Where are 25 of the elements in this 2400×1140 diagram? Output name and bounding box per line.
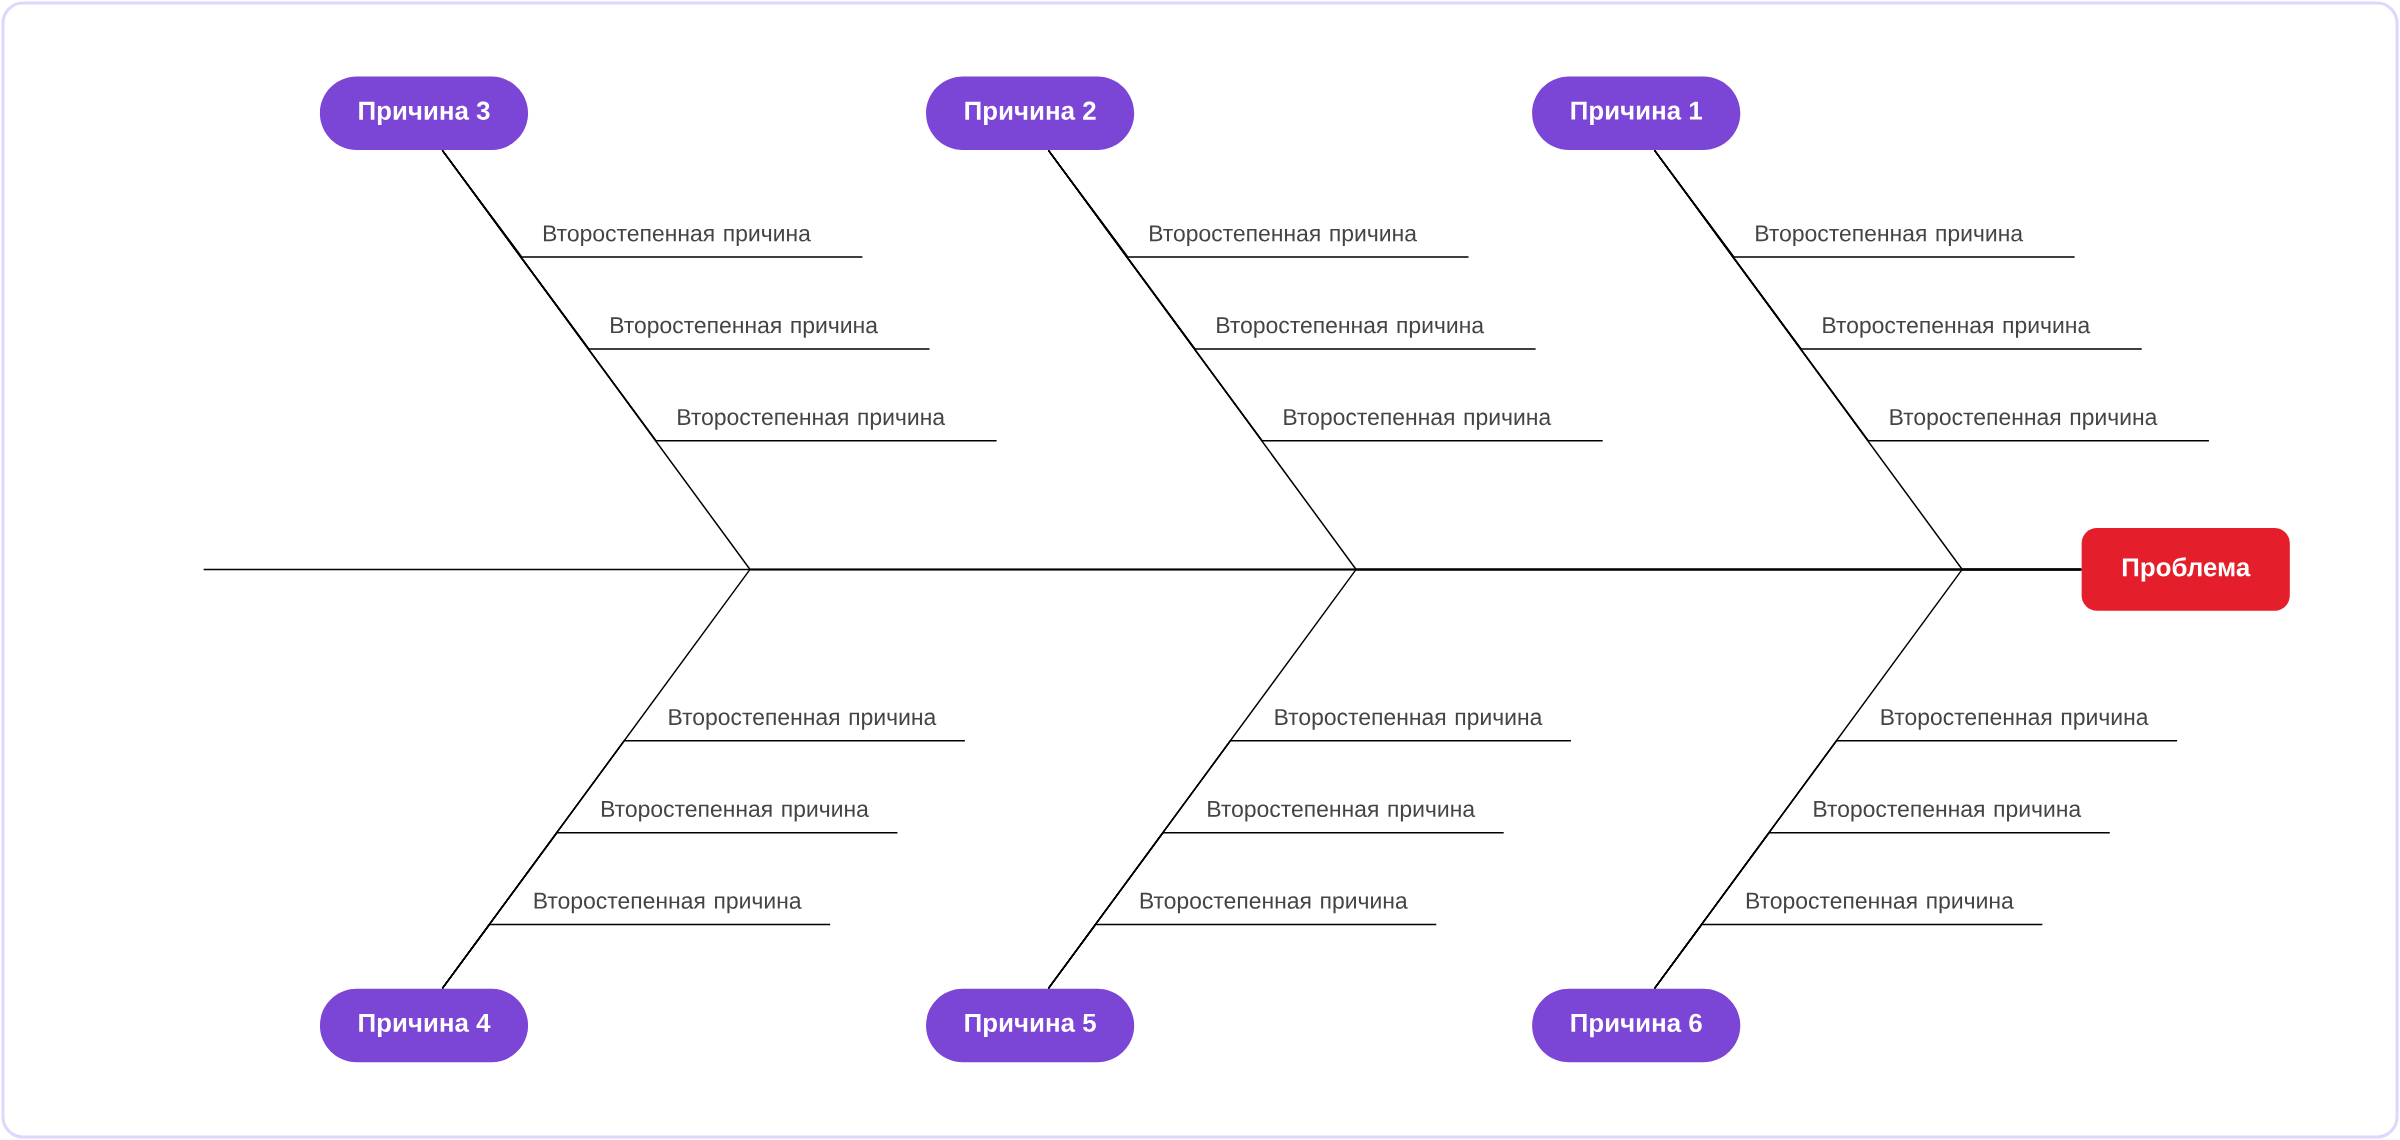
sub-cause-label: Второстепенная причина (611, 317, 878, 338)
sub-cause-label: Второстепенная причина (1823, 317, 2091, 338)
problem-box: Проблема (2081, 528, 2290, 611)
sub-cause-label: Второстепенная причина (534, 892, 802, 914)
sub-cause-label: Второстепенная причина (1275, 709, 1543, 730)
branch-line (441, 923, 831, 990)
sub-cause-label: Второстепенная причина (1208, 801, 1476, 822)
sub-cause-label: Второстепенная причина (678, 409, 946, 430)
sub-cause-label: Второстепенная причина (1284, 409, 1552, 430)
sub-cause-label: Второстепенная причина (1150, 225, 1417, 246)
branch-line (441, 149, 998, 442)
sub-cause-label: Второстепенная причина (1746, 892, 2014, 914)
sub-cause-label: Второстепенная причина (1756, 225, 2024, 246)
sub-cause-label: Второстепенная причина (1814, 801, 2082, 822)
sub-cause-label: Второстепенная причина (1890, 409, 2158, 430)
branch-line (1653, 149, 2210, 442)
sub-cause-label: Второстепенная причина (1217, 317, 1485, 338)
branch-line (1047, 149, 1604, 442)
sub-cause-label: Второстепенная причина (669, 709, 937, 730)
sub-cause-label: Второстепенная причина (1881, 709, 2149, 730)
branch-line (1047, 923, 1437, 990)
sub-cause-label: Второстепенная причина (602, 801, 869, 822)
sub-cause-label: Второстепенная причина (544, 225, 811, 246)
branch-line (1653, 923, 2044, 990)
sub-cause-label: Второстепенная причина (1140, 892, 1408, 914)
